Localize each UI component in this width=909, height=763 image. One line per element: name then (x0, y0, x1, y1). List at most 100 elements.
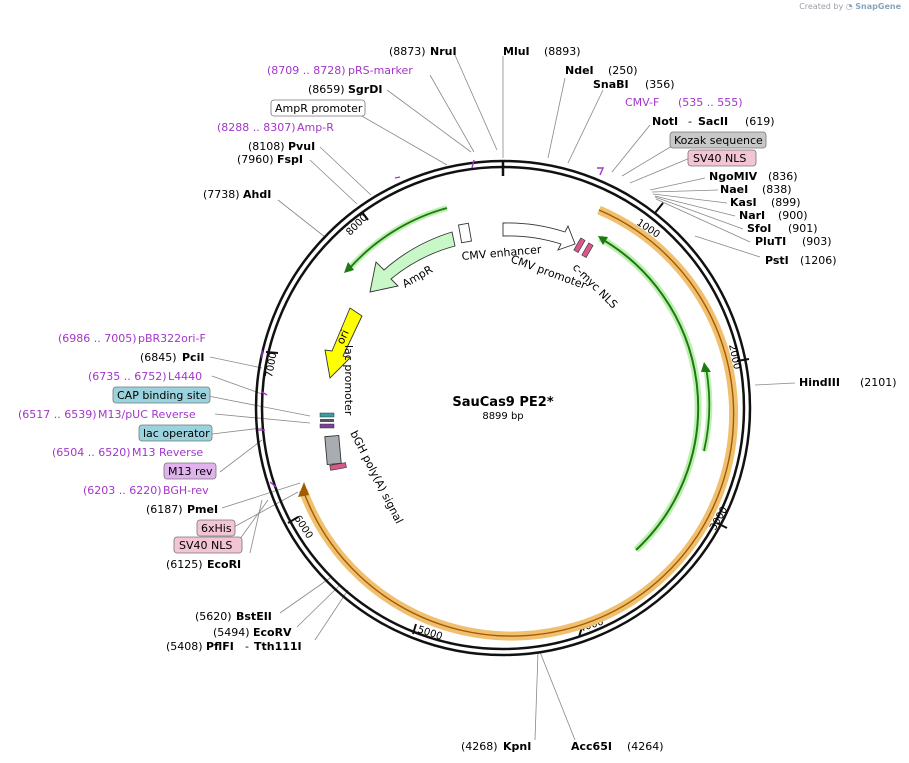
pvui-name: PvuI (288, 140, 315, 153)
kpni-pos: (4268) (461, 740, 498, 753)
kasi-name: KasI (730, 196, 757, 209)
credit-text: Created by (799, 2, 844, 11)
bsteii-name: BstEII (236, 610, 272, 623)
tick-label-7000: 7000 (264, 352, 279, 379)
pmei-pos: (6187) (146, 503, 183, 516)
sgrdi-name: SgrDI (348, 83, 382, 96)
sv40nls-bot-box (173, 536, 243, 554)
lac-marker-1 (319, 412, 335, 418)
m13rev-box (163, 462, 217, 480)
sv40nls-top-box (687, 149, 757, 167)
ngomiv-pos: (836) (768, 170, 798, 183)
ampr-promoter-label: AmpR promoter (275, 102, 363, 115)
noti-pos: (619) (745, 115, 775, 128)
mlui-pos: (8893) (544, 45, 581, 58)
leader-lines (207, 54, 796, 741)
nls-marker-2 (581, 242, 594, 258)
sgrdi-pos: (8659) (308, 83, 345, 96)
m13reverse-name: M13 Reverse (132, 446, 203, 459)
pluti-name: PluTI (755, 235, 786, 248)
ori-label: ori (334, 328, 352, 346)
ecori-name: EcoRI (207, 558, 241, 571)
ori-shape (324, 307, 363, 379)
green-arc (598, 234, 702, 553)
cmvf-pos: (535 .. 555) (678, 96, 743, 109)
lac-marker-3 (319, 423, 335, 429)
snabi-name: SnaBI (593, 78, 629, 91)
credit-brand: SnapGene (855, 2, 901, 11)
snabi-pos: (356) (645, 78, 675, 91)
pflfi-pos: (5408) (166, 640, 203, 653)
psti-name: PstI (765, 254, 789, 267)
cas9-orf-arc (298, 205, 739, 641)
pbr322-name: pBR322ori-F (138, 332, 206, 345)
kozak-label: Kozak sequence (674, 134, 763, 147)
pmei-name: PmeI (187, 503, 218, 516)
cas9-arrowhead (298, 482, 309, 497)
fspi-pos: (7960) (237, 153, 274, 166)
snapgene-logo-icon: ◔ (845, 2, 853, 11)
tth111i-name: Tth111I (254, 640, 302, 653)
green-arc-arrowhead (598, 236, 608, 245)
cas9-orf-arc-core (302, 209, 735, 637)
ampr-primer-pos: (8288 .. 8307) (217, 121, 296, 134)
cmvf-name: CMV-F (625, 96, 659, 109)
psti-pos: (1206) (800, 254, 837, 267)
pcii-pos: (6845) (140, 351, 177, 364)
lac-operator-box (138, 424, 213, 442)
acc65i-pos: (4264) (627, 740, 664, 753)
nari-pos: (900) (778, 209, 808, 222)
ndei-name: NdeI (565, 64, 594, 77)
pbr322-pos: (6986 .. 7005) (58, 332, 137, 345)
ecorv-name: EcoRV (253, 626, 292, 639)
pcii-name: PciI (182, 351, 204, 364)
hindiii-pos: (2101) (860, 376, 897, 389)
green-short-arc-core (703, 367, 711, 452)
kpni-name: KpnI (503, 740, 531, 753)
kasi-pos: (899) (771, 196, 801, 209)
snapgene-credit: Created by ◔ SnapGene (799, 2, 901, 11)
m13reverse-pos: (6504 .. 6520) (52, 446, 131, 459)
m13rev-label: M13 rev (168, 465, 213, 478)
kozak-box (669, 131, 767, 149)
left-green-arrowhead (344, 262, 354, 273)
green-arc-core (599, 237, 700, 551)
acc65i-name: Acc65I (571, 740, 612, 753)
sfoi-pos: (901) (788, 222, 818, 235)
ndei-pos: (250) (608, 64, 638, 77)
sfoi-name: SfoI (747, 222, 771, 235)
ampr-shape (369, 231, 456, 293)
bghrev-pos: (6203 .. 6220) (83, 484, 162, 497)
l4440-pos: (6735 .. 6752) (88, 370, 167, 383)
pvui-pos: (8108) (248, 140, 285, 153)
m13puc-name: M13/pUC Reverse (98, 408, 196, 421)
m13puc-pos: (6517 .. 6539) (18, 408, 97, 421)
primer-markers (258, 159, 605, 488)
his6-label: 6xHis (201, 522, 232, 535)
nls-marker-3 (329, 462, 347, 471)
pflfi-sep: - (245, 640, 249, 653)
plasmid-name: SauCas9 PE2* (452, 395, 553, 410)
noti-name: NotI (652, 115, 678, 128)
mlui-name: MluI (503, 45, 530, 58)
ngomiv-name: NgoMIV (709, 170, 758, 183)
prs-pos: (8709 .. 8728) (267, 64, 346, 77)
ampr-primer-name: Amp-R (297, 121, 334, 134)
sv40nls-bot-label: SV40 NLS (179, 539, 232, 552)
nls-marker-1 (573, 237, 586, 253)
bsteii-pos: (5620) (195, 610, 232, 623)
fspi-name: FspI (277, 153, 303, 166)
cap-label: CAP binding site (117, 389, 207, 402)
bgh-label: bGH poly(A) signal (347, 428, 405, 525)
bgh-shape (324, 434, 342, 466)
pflfi-name: PflFI (206, 640, 234, 653)
bghrev-name: BGH-rev (163, 484, 209, 497)
nrui-name: NruI (430, 45, 457, 58)
naei-pos: (838) (762, 183, 792, 196)
cmv-enhancer-shape (502, 222, 576, 251)
hindiii-name: HindIII (799, 376, 840, 389)
cap-box (112, 386, 211, 404)
ecori-pos: (6125) (166, 558, 203, 571)
cmv-marker (457, 222, 473, 244)
